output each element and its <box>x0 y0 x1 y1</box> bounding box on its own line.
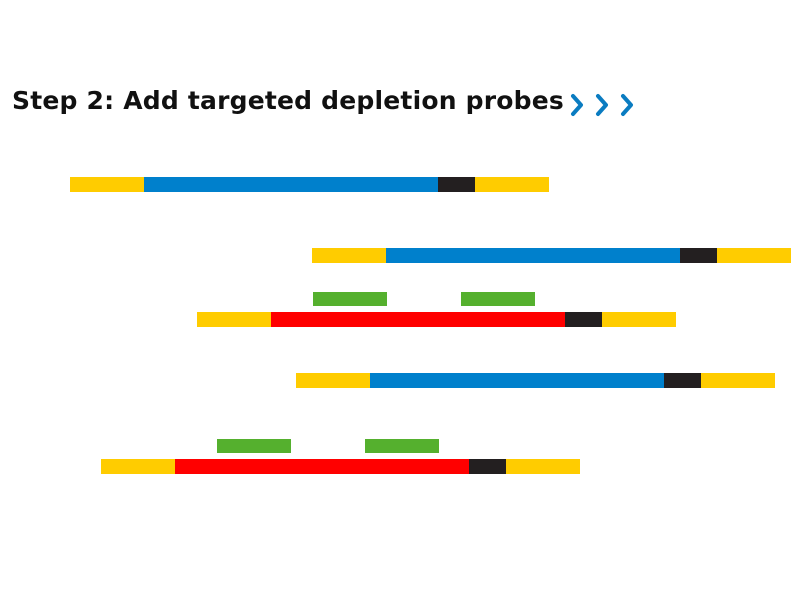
adapter-left <box>70 177 144 192</box>
target-insert <box>144 177 438 192</box>
depleted-insert <box>175 459 469 474</box>
adapter-right <box>701 373 775 388</box>
index-segment <box>438 177 475 192</box>
depletion-probe <box>313 292 387 306</box>
page-title: Step 2: Add targeted depletion probes <box>12 86 564 115</box>
adapter-left <box>312 248 386 263</box>
depleted-insert <box>271 312 565 327</box>
adapter-right <box>717 248 791 263</box>
adapter-left <box>296 373 370 388</box>
triple-chevron-right-icon <box>571 94 633 116</box>
depletion-probe <box>461 292 535 306</box>
depletion-probe <box>217 439 291 453</box>
chevron-right-icon <box>621 94 633 116</box>
target-insert <box>386 248 680 263</box>
adapter-right <box>475 177 549 192</box>
index-segment <box>565 312 602 327</box>
adapter-right <box>602 312 676 327</box>
adapter-left <box>101 459 175 474</box>
adapter-right <box>506 459 580 474</box>
index-segment <box>664 373 701 388</box>
chevron-right-icon <box>596 94 608 116</box>
index-segment <box>680 248 717 263</box>
chevron-right-icon <box>571 94 583 116</box>
adapter-left <box>197 312 271 327</box>
index-segment <box>469 459 506 474</box>
target-insert <box>370 373 664 388</box>
depletion-probe <box>365 439 439 453</box>
